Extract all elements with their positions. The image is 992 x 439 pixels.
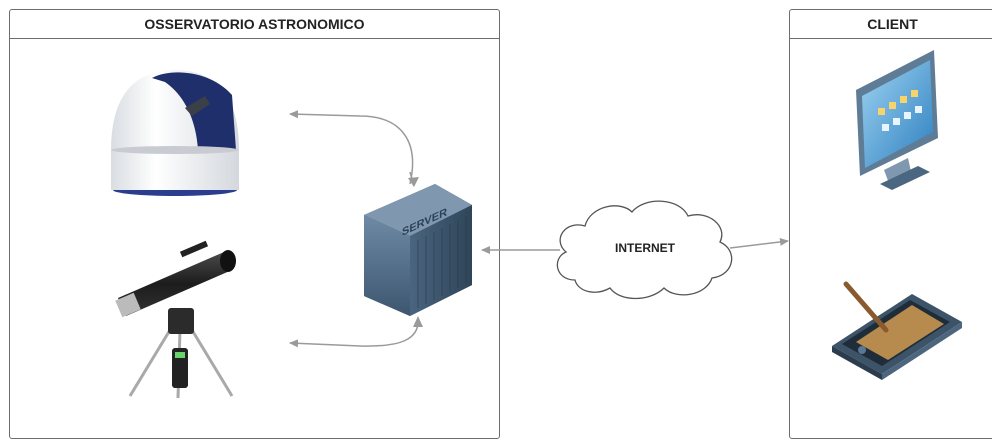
tablet-icon bbox=[832, 281, 962, 380]
internet-label: INTERNET bbox=[615, 241, 675, 255]
cloud-icon bbox=[556, 200, 733, 300]
server-icon: SERVER bbox=[364, 184, 472, 316]
telescope-icon bbox=[115, 240, 236, 399]
connector-telescope-server bbox=[289, 316, 423, 348]
observatory-panel-title: OSSERVATORIO ASTRONOMICO bbox=[10, 10, 499, 39]
monitor-icon bbox=[856, 50, 938, 190]
diagram-canvas: SERVER bbox=[111, 50, 962, 399]
connector-dome-server bbox=[289, 110, 419, 187]
connector-internet-client bbox=[729, 237, 789, 249]
observatory-dome-icon bbox=[111, 70, 239, 196]
client-panel-title: CLIENT bbox=[790, 10, 992, 39]
